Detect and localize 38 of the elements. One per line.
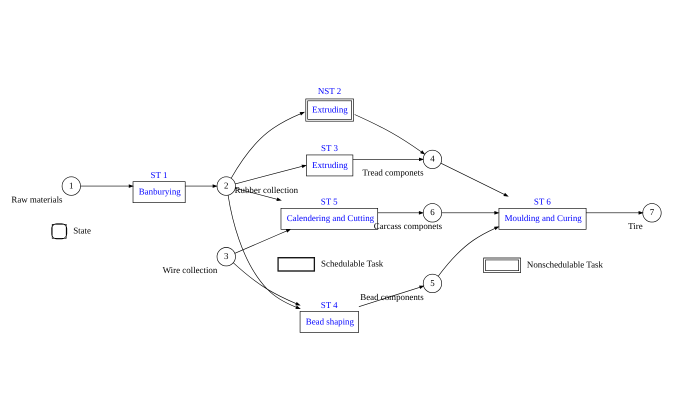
node-label: Wire collection xyxy=(162,265,218,276)
node-circle: 1 xyxy=(62,176,81,196)
legend-label: State xyxy=(73,226,91,236)
node-box: Bead shaping xyxy=(300,311,359,333)
legend-label: Nonschedulable Task xyxy=(526,260,603,270)
node-circle: 4 xyxy=(422,150,442,169)
arrow xyxy=(230,112,305,179)
arrow xyxy=(440,162,509,197)
arrow xyxy=(80,184,134,188)
arrow xyxy=(184,184,218,188)
node-circle: 5 xyxy=(422,274,442,293)
node-label: ST 3 xyxy=(321,143,338,154)
arrow xyxy=(438,226,500,276)
node-circle: 3 xyxy=(216,247,236,266)
arrow xyxy=(234,229,292,254)
arrow xyxy=(441,211,500,215)
node-circle: 7 xyxy=(642,203,662,222)
node-label: Tread componets xyxy=(362,168,424,178)
arrow xyxy=(354,114,426,155)
node-label: ST 6 xyxy=(534,196,551,207)
arrow xyxy=(234,164,307,184)
legend-label: Schedulable Task xyxy=(321,258,384,269)
node-label: Tire xyxy=(628,221,643,232)
arrow xyxy=(378,211,424,215)
arrow xyxy=(586,211,644,215)
node-box: Extruding xyxy=(306,154,354,176)
node-label: ST 1 xyxy=(150,170,168,180)
node-label: ST 5 xyxy=(320,196,338,207)
node-box: Moulding and Curing xyxy=(498,208,586,230)
arrow xyxy=(233,262,301,306)
node-circle: 6 xyxy=(422,203,442,222)
node-label: NST 2 xyxy=(318,86,342,96)
arrow xyxy=(352,158,424,162)
node-label: Raw materials xyxy=(11,194,62,204)
node-circle: 2 xyxy=(216,176,236,196)
node-label: ST 4 xyxy=(320,300,338,310)
arrow xyxy=(228,195,301,309)
node-box: Banburying xyxy=(132,181,186,203)
